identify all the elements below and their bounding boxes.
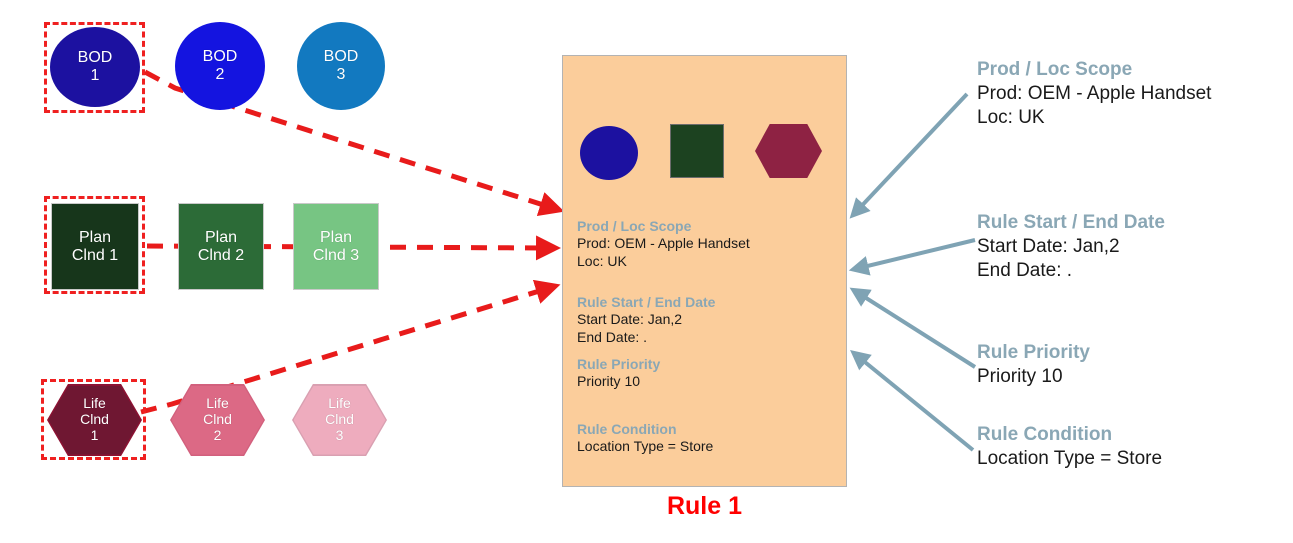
node-life-calendar-1-fill: Life Clnd 1 [48, 385, 141, 455]
panel-section-rule-priority-heading: Rule Priority [577, 356, 661, 372]
annotation-rule-start-end-date-line-2: End Date: . [977, 260, 1073, 282]
annotation-arrow-rule-condition [850, 349, 975, 452]
node-life-calendar-2-label: Life Clnd 2 [203, 395, 232, 443]
annotation-rule-start-end-date: Rule Start / End Date Start Date: Jan,2 … [977, 211, 1165, 284]
annotation-prod-loc-scope-line-1: Prod: OEM - Apple Handset [977, 82, 1212, 104]
panel-section-prod-loc-scope-heading: Prod / Loc Scope [577, 218, 692, 234]
annotation-arrow-rule-priority [849, 287, 977, 369]
annotation-rule-start-end-date-line-1: Start Date: Jan,2 [977, 235, 1120, 257]
panel-section-rule-start-end-date-heading: Rule Start / End Date [577, 294, 716, 310]
node-plan-calendar-2[interactable]: Plan Clnd 2 [178, 203, 264, 290]
node-life-calendar-3-label: Life Clnd 3 [325, 395, 354, 443]
annotation-rule-condition-heading: Rule Condition [977, 424, 1113, 445]
node-life-calendar-1[interactable]: Life Clnd 1 [47, 384, 142, 456]
circle-icon [580, 126, 638, 180]
panel-section-rule-start-end-date-line-2: End Date: . [577, 328, 648, 345]
panel-section-rule-priority-line-1: Priority 10 [577, 373, 641, 390]
panel-section-prod-loc-scope: Prod / Loc Scope Prod: OEM - Apple Hands… [577, 218, 750, 270]
node-life-calendar-3-fill: Life Clnd 3 [293, 385, 386, 455]
panel-section-prod-loc-scope-line-2: Loc: UK [577, 252, 627, 269]
annotation-rule-start-end-date-heading: Rule Start / End Date [977, 212, 1165, 233]
node-life-calendar-2-fill: Life Clnd 2 [171, 385, 264, 455]
hexagon-icon [755, 124, 822, 178]
annotation-rule-priority-line-1: Priority 10 [977, 365, 1063, 387]
annotation-arrow-rule-start-end-date [848, 238, 976, 276]
panel-section-rule-condition: Rule Condition Location Type = Store [577, 421, 713, 456]
node-life-calendar-1-label: Life Clnd 1 [80, 395, 109, 443]
annotation-rule-condition: Rule Condition Location Type = Store [977, 423, 1162, 471]
node-bod-2-label: BOD 2 [202, 48, 238, 83]
node-bod-3[interactable]: BOD 3 [297, 22, 385, 110]
annotation-prod-loc-scope-heading: Prod / Loc Scope [977, 59, 1133, 80]
annotation-prod-loc-scope: Prod / Loc Scope Prod: OEM - Apple Hands… [977, 58, 1211, 131]
panel-section-rule-start-end-date: Rule Start / End Date Start Date: Jan,2 … [577, 294, 715, 346]
panel-section-rule-start-end-date-line-1: Start Date: Jan,2 [577, 311, 683, 328]
selection-box-plan-calendar-1 [44, 196, 145, 294]
square-icon [670, 124, 724, 178]
panel-section-prod-loc-scope-line-1: Prod: OEM - Apple Handset [577, 235, 750, 252]
node-bod-1[interactable]: BOD 1 [50, 27, 140, 107]
selection-box-life-calendar-1 [41, 379, 146, 460]
annotation-arrow-prod-loc-scope [849, 92, 969, 219]
node-plan-calendar-2-label: Plan Clnd 2 [197, 228, 245, 264]
node-life-calendar-3[interactable]: Life Clnd 3 [292, 384, 387, 456]
rule-panel[interactable]: Prod / Loc Scope Prod: OEM - Apple Hands… [562, 55, 847, 487]
page-title: Rule 1 [666, 492, 743, 520]
node-bod-1-label: BOD 1 [77, 49, 113, 84]
node-life-calendar-2[interactable]: Life Clnd 2 [170, 384, 265, 456]
annotation-rule-priority: Rule Priority Priority 10 [977, 341, 1090, 389]
panel-section-rule-condition-line-1: Location Type = Store [577, 438, 714, 455]
panel-section-rule-condition-heading: Rule Condition [577, 421, 677, 437]
annotation-prod-loc-scope-line-2: Loc: UK [977, 107, 1045, 129]
node-plan-calendar-3[interactable]: Plan Clnd 3 [293, 203, 379, 290]
node-plan-calendar-1[interactable]: Plan Clnd 1 [51, 203, 139, 290]
node-bod-2[interactable]: BOD 2 [175, 22, 265, 110]
node-plan-calendar-1-label: Plan Clnd 1 [71, 228, 119, 264]
selection-box-bod-1 [44, 22, 145, 113]
node-plan-calendar-3-label: Plan Clnd 3 [312, 228, 360, 264]
annotation-rule-priority-heading: Rule Priority [977, 342, 1090, 363]
annotation-rule-condition-line-1: Location Type = Store [977, 447, 1163, 469]
panel-section-rule-priority: Rule Priority Priority 10 [577, 356, 660, 391]
node-bod-3-label: BOD 3 [323, 48, 359, 83]
